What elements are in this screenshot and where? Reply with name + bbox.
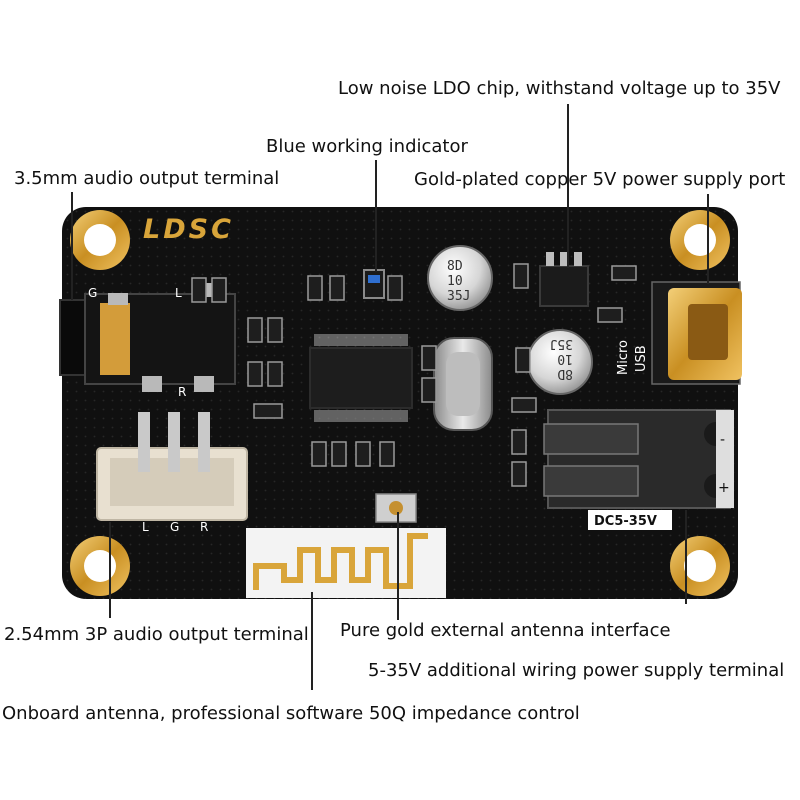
label-audio-3p: 2.54mm 3P audio output terminal <box>4 624 309 645</box>
label-power-terminal: 5-35V additional wiring power supply ter… <box>368 660 785 681</box>
screw-terminal: - + DC5-35V <box>543 409 734 530</box>
jack-g-marking: G <box>88 286 97 300</box>
plus-marking: + <box>718 480 730 496</box>
label-blue-indicator: Blue working indicator <box>266 136 468 157</box>
audio-header-3p: L G R <box>96 412 248 534</box>
smd-components <box>191 263 637 487</box>
header-l-marking: L <box>142 520 149 534</box>
micro-usb-port: Micro USB <box>616 281 742 385</box>
audio-jack-35mm: G L R <box>59 283 236 399</box>
dc-range-marking: DC5-35V <box>594 514 657 529</box>
cap2-line2: 10 <box>557 351 573 366</box>
logo: LDSC <box>143 214 234 245</box>
blue-led <box>363 269 385 299</box>
capacitor-2: 8D 10 35J <box>527 329 593 395</box>
micro-label: Micro <box>616 340 631 375</box>
antenna-connector <box>375 493 417 523</box>
cap1-line1: 8D <box>447 259 463 274</box>
label-antenna-interface: Pure gold external antenna interface <box>340 620 671 641</box>
jack-l-marking: L <box>175 286 182 300</box>
cap1-line3: 35J <box>447 289 470 304</box>
jack-r-marking: R <box>178 385 186 399</box>
header-r-marking: R <box>200 520 208 534</box>
label-ldo-chip: Low noise LDO chip, withstand voltage up… <box>338 78 781 99</box>
label-usb-port: Gold-plated copper 5V power supply port <box>414 169 786 190</box>
cap2-line1: 8D <box>557 366 573 381</box>
onboard-antenna <box>246 528 446 598</box>
header-g-marking: G <box>170 520 179 534</box>
label-audio-35mm: 3.5mm audio output terminal <box>14 168 280 189</box>
cap1-line2: 10 <box>447 274 463 289</box>
capacitor-1: 8D 10 35J <box>427 245 493 311</box>
ldo-chip <box>539 252 589 307</box>
cap2-line3: 35J <box>550 336 573 351</box>
main-ic-chip <box>309 334 413 422</box>
usb-label: USB <box>634 345 649 372</box>
crystal-oscillator <box>433 337 493 431</box>
minus-marking: - <box>720 432 725 448</box>
label-onboard-antenna: Onboard antenna, professional software 5… <box>2 703 580 724</box>
